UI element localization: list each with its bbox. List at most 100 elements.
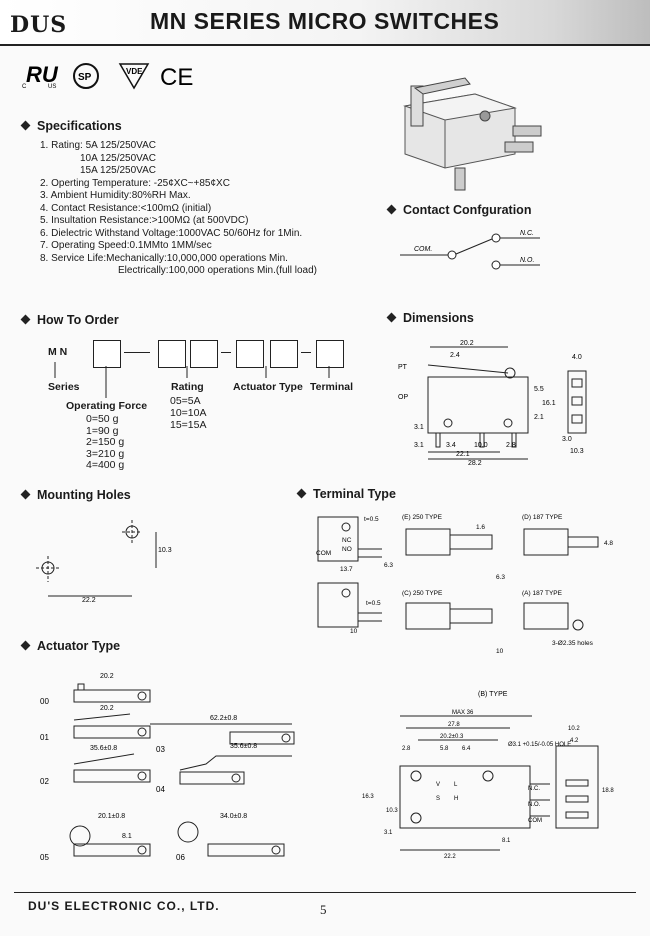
svg-text:SP: SP: [78, 72, 92, 83]
svg-text:03: 03: [156, 745, 165, 754]
rating-options: 05=5A 10=10A 15=15A: [170, 395, 207, 431]
dim-label: 3.1: [414, 442, 424, 449]
btype-label: 6.4: [462, 746, 471, 752]
btype-label: S: [436, 796, 440, 802]
terminal-label: t=0.5: [366, 600, 381, 607]
dim-label: 16.1: [542, 400, 556, 407]
rating-option: 15=15A: [170, 419, 207, 431]
order-box-force: [93, 340, 121, 368]
order-box-rating-2: [190, 340, 218, 368]
force-option: 3=210 g: [86, 447, 125, 460]
bullet-diamond-icon: [296, 488, 307, 499]
btype-label: 5.8: [440, 746, 449, 752]
spec-line: 10A 125/250VAC: [80, 152, 156, 164]
order-box-actuator-2: [270, 340, 298, 368]
ce-icon: CE: [160, 64, 193, 91]
spec-line: 2. Operting Temperature: -25¢XC~+85¢XC: [40, 177, 230, 189]
terminal-heading-text: Terminal Type: [313, 487, 396, 501]
btype-label: 2.8: [402, 746, 411, 752]
svg-text:00: 00: [40, 697, 49, 706]
btype-label: COM: [528, 818, 542, 824]
mounting-drawing: 10.3 22.2: [36, 520, 172, 604]
order-box-terminal: [316, 340, 344, 368]
spec-line: 7. Operating Speed:0.1MMto 1MM/sec: [40, 240, 212, 251]
dim-label: 2.4: [450, 352, 460, 359]
svg-text:C: C: [22, 84, 27, 90]
force-option: 0=50 g: [86, 413, 119, 425]
order-prefix: M N: [48, 346, 68, 358]
mounting-heading-text: Mounting Holes: [37, 488, 131, 502]
svg-text:62.2±0.8: 62.2±0.8: [210, 715, 237, 722]
btype-label: V: [436, 782, 440, 788]
btype-label: Ø3.1 +0.15/-0.05 HOLE: [508, 742, 571, 748]
spec-line: 6. Dielectric Withstand Voltage:1000VAC …: [40, 227, 303, 239]
actuator-heading: Actuator Type: [20, 639, 121, 653]
specifications-heading-text: Specifications: [37, 119, 122, 133]
vde-icon: VDE: [118, 63, 150, 90]
contact-heading: Contact Confguration: [386, 203, 531, 217]
terminal-label: 13.7: [340, 566, 353, 573]
mounting-h-label: 22.2: [82, 597, 96, 604]
btype-label: 18.8: [602, 788, 614, 794]
spec-line: Electrically:100,000 operations Min.(ful…: [118, 265, 317, 276]
terminal-drawing: t=0.5 NC NO COM 13.7 6.3 (E) 250 TYPE 1.…: [316, 514, 613, 655]
svg-text:06: 06: [176, 853, 185, 862]
order-dash: [124, 352, 150, 353]
spec-line: 1. Rating: 5A 125/250VAC: [40, 140, 157, 151]
svg-text:05: 05: [40, 853, 49, 862]
dim-label: 20.2: [460, 340, 474, 347]
terminal-label: 6.3: [496, 574, 505, 581]
btype-label: 22.2: [444, 854, 456, 860]
terminal-label: t=0.5: [364, 516, 379, 523]
actuator-heading-text: Actuator Type: [37, 639, 121, 653]
order-box-rating-1: [158, 340, 186, 368]
spec-line: 15A 125/250VAC: [80, 165, 156, 176]
mounting-v-label: 10.3: [158, 547, 172, 554]
btype-label: 10.2: [568, 726, 580, 732]
no-label: N.O.: [520, 257, 534, 264]
mounting-heading: Mounting Holes: [20, 488, 131, 502]
contact-diagram: COM. N.C. N.O.: [400, 230, 540, 270]
terminal-type-label: (C) 250 TYPE: [402, 590, 443, 597]
actuator-drawing: 00 20.2 01 20.2 02 35.6±0.8 03 62.2±0.8 …: [40, 673, 295, 862]
svg-text:VDE: VDE: [126, 67, 143, 76]
com-label: COM.: [414, 246, 432, 253]
force-label: Operating Force: [66, 400, 148, 412]
btype-label: 16.3: [362, 794, 374, 800]
dimensions-drawing: 20.2 2.4 PT OP 3.1 5.5 16.1 2.1 3.1 3.4 …: [398, 340, 587, 467]
footer-divider: [14, 892, 636, 893]
force-options: 0=50 g 1=90 g 2=150 g 3=210 g 4=400 g: [86, 413, 125, 472]
bullet-diamond-icon: [20, 489, 31, 500]
dimensions-heading: Dimensions: [386, 311, 474, 325]
order-dash: [221, 352, 231, 353]
order-dash: [301, 352, 311, 353]
dim-label: 10.0: [474, 442, 488, 449]
nc-label: N.C.: [520, 230, 534, 237]
bullet-diamond-icon: [20, 640, 31, 651]
rating-option: 10=10A: [170, 407, 207, 419]
svg-text:01: 01: [40, 733, 49, 742]
dim-label: OP: [398, 394, 408, 401]
btype-label: N.C.: [528, 786, 540, 792]
terminal-type-label: (D) 187 TYPE: [522, 514, 563, 521]
svg-text:02: 02: [40, 777, 49, 786]
btype-label: 8.1: [502, 838, 511, 844]
btype-label: 10.3: [386, 808, 398, 814]
actuator-00: 00 20.2: [40, 673, 151, 706]
bullet-diamond-icon: [386, 312, 397, 323]
btype-label: H: [454, 796, 458, 802]
force-option: 2=150 g: [86, 436, 125, 448]
svg-text:US: US: [48, 84, 56, 90]
dim-label: 2.8: [506, 442, 516, 449]
dim-label: 3.4: [446, 442, 456, 449]
dim-label: 3.1: [414, 424, 424, 431]
svg-text:8.1: 8.1: [122, 833, 132, 840]
svg-text:35.6±0.8: 35.6±0.8: [230, 743, 257, 750]
order-heading-text: How To Order: [37, 313, 119, 327]
svg-text:20.1±0.8: 20.1±0.8: [98, 813, 125, 820]
btype-label: L: [454, 782, 458, 788]
company-logo: DUS: [10, 12, 68, 38]
